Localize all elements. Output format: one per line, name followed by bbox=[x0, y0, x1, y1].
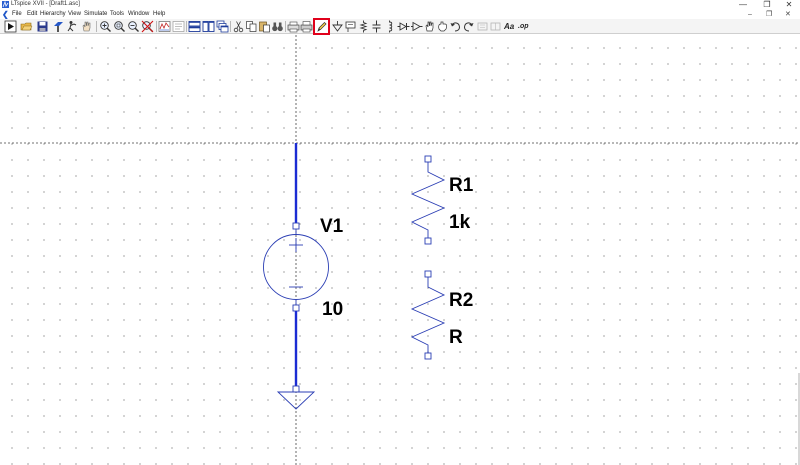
ground-symbol[interactable] bbox=[276, 385, 316, 410]
resistor-r1[interactable] bbox=[410, 155, 446, 245]
menu-window[interactable]: Window bbox=[128, 11, 150, 17]
waveform-icon[interactable] bbox=[158, 20, 171, 33]
document-close-button[interactable]: ✕ bbox=[785, 11, 791, 18]
menu-view[interactable]: View bbox=[68, 11, 81, 17]
r1-value-label[interactable]: 1k bbox=[449, 212, 471, 233]
cut-icon[interactable] bbox=[232, 20, 245, 33]
print-icon[interactable] bbox=[300, 20, 313, 33]
zoom-out-icon[interactable] bbox=[127, 20, 140, 33]
menu-edit[interactable]: Edit bbox=[27, 11, 38, 17]
tile-horizontal-icon[interactable] bbox=[188, 20, 201, 33]
schematic-canvas[interactable]: V1 10 R1 1k R2 R bbox=[0, 35, 800, 465]
r1-reference-label[interactable]: R1 bbox=[449, 175, 474, 196]
run-icon[interactable] bbox=[4, 20, 17, 33]
draw-wire-pencil-icon[interactable] bbox=[313, 18, 330, 35]
halt-icon[interactable] bbox=[66, 20, 79, 33]
open-folder-icon[interactable] bbox=[20, 20, 33, 33]
inductor-icon[interactable] bbox=[383, 20, 396, 33]
redo-icon[interactable] bbox=[462, 20, 475, 33]
zoom-fit-icon[interactable] bbox=[113, 20, 126, 33]
document-menu-icon[interactable]: ❮ bbox=[2, 10, 9, 19]
resistor-r2[interactable] bbox=[410, 270, 446, 360]
close-button[interactable]: ✕ bbox=[785, 0, 793, 9]
print-setup-icon[interactable] bbox=[287, 20, 300, 33]
title-bar: LTspice XVII - [Draft1.asc] — ❐ ✕ bbox=[0, 0, 800, 10]
r2-value-label[interactable]: R bbox=[449, 327, 463, 348]
tile-vertical-icon[interactable] bbox=[202, 20, 215, 33]
toolbar-separator bbox=[186, 21, 187, 32]
r2-reference-label[interactable]: R2 bbox=[449, 290, 474, 311]
menu-bar: ❮ File Edit Hierarchy View Simulate Tool… bbox=[0, 10, 800, 19]
toolbar-separator bbox=[230, 21, 231, 32]
menu-help[interactable]: Help bbox=[153, 11, 166, 17]
label-net-icon[interactable] bbox=[344, 20, 357, 33]
pan-hand-icon[interactable] bbox=[80, 20, 93, 33]
control-panel-icon[interactable] bbox=[52, 20, 65, 33]
undo-icon[interactable] bbox=[449, 20, 462, 33]
schematic-drawing bbox=[0, 35, 800, 465]
v1-reference-label[interactable]: V1 bbox=[320, 216, 344, 237]
ground-icon[interactable] bbox=[331, 20, 344, 33]
diode-icon[interactable] bbox=[397, 20, 410, 33]
toolbar-separator bbox=[285, 21, 286, 32]
spice-directive-icon[interactable]: .op bbox=[518, 23, 529, 30]
toolbar-separator bbox=[156, 21, 157, 32]
resistor-icon[interactable] bbox=[357, 20, 370, 33]
toolbar: Aa .op bbox=[0, 18, 800, 35]
menu-simulate[interactable]: Simulate bbox=[84, 11, 108, 17]
minimize-button[interactable]: — bbox=[739, 0, 747, 9]
capacitor-icon[interactable] bbox=[370, 20, 383, 33]
menu-file[interactable]: File bbox=[12, 11, 22, 17]
paste-icon[interactable] bbox=[258, 20, 271, 33]
drag-hand-icon[interactable] bbox=[436, 20, 449, 33]
toolbar-separator bbox=[96, 21, 97, 32]
cascade-windows-icon[interactable] bbox=[216, 20, 229, 33]
maximize-button[interactable]: ❐ bbox=[763, 0, 771, 9]
mirror-disabled-icon[interactable] bbox=[489, 20, 502, 33]
document-minimize-button[interactable]: – bbox=[748, 11, 752, 18]
text-tool-icon[interactable]: Aa bbox=[504, 22, 515, 31]
zoom-cancel-icon[interactable] bbox=[141, 20, 154, 33]
netlist-icon[interactable] bbox=[172, 20, 185, 33]
menu-hierarchy[interactable]: Hierarchy bbox=[40, 11, 66, 17]
rotate-disabled-icon[interactable] bbox=[476, 20, 489, 33]
move-hand-icon[interactable] bbox=[423, 20, 436, 33]
zoom-in-icon[interactable] bbox=[99, 20, 112, 33]
ltspice-app-icon bbox=[2, 1, 9, 8]
document-restore-button[interactable]: ❐ bbox=[766, 11, 773, 18]
component-icon[interactable] bbox=[410, 20, 423, 33]
save-icon[interactable] bbox=[36, 20, 49, 33]
copy-icon[interactable] bbox=[245, 20, 258, 33]
vertical-scrollbar[interactable] bbox=[798, 373, 800, 465]
find-binoculars-icon[interactable] bbox=[271, 20, 284, 33]
menu-tools[interactable]: Tools bbox=[110, 11, 125, 17]
window-title: LTspice XVII - [Draft1.asc] bbox=[11, 1, 80, 7]
v1-value-label[interactable]: 10 bbox=[322, 299, 344, 320]
